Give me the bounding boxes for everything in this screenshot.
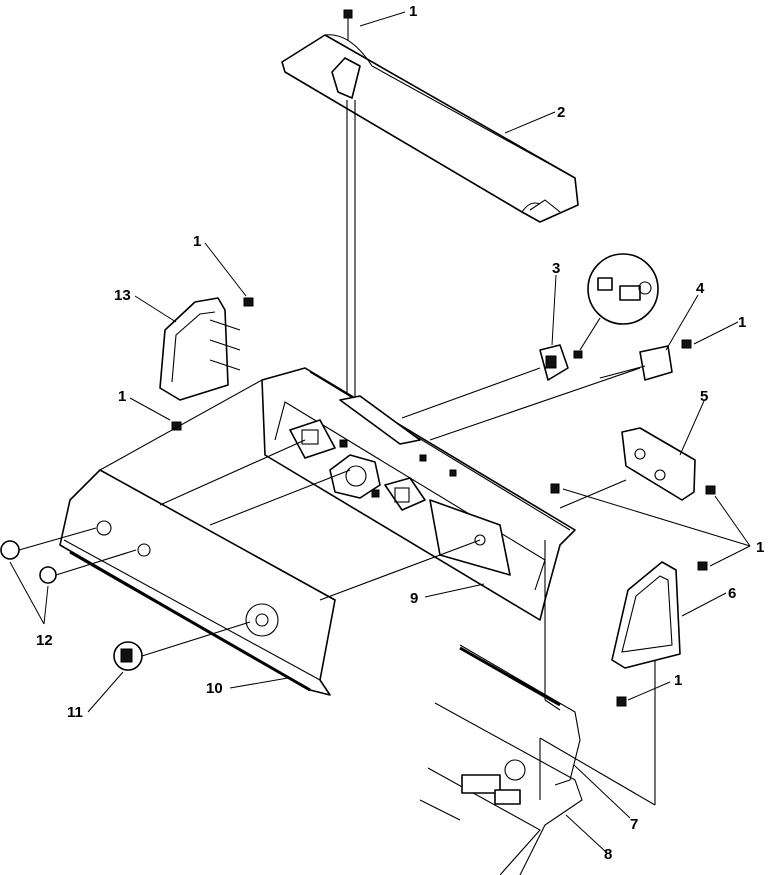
- screw-icon: [243, 297, 254, 307]
- callout-3: 3: [552, 260, 560, 277]
- part-5-bracket: [621, 427, 696, 501]
- part-4-terminal: [599, 339, 692, 381]
- leader-lines: [9, 11, 751, 853]
- screw-icon: [697, 561, 708, 571]
- detail-magnifier-circle: [579, 253, 659, 351]
- part-6-right-end-cap: [611, 561, 681, 669]
- callout-9: 9: [410, 590, 418, 607]
- part-7-rail: [459, 540, 581, 786]
- callout-12: 12: [36, 632, 53, 649]
- callout-1: 1: [756, 539, 764, 556]
- callout-13: 13: [114, 287, 131, 304]
- callout-labels: 1 2 1 13 3 4 1 1 5 1 6 9 12 1 11 10 7 8: [36, 3, 764, 863]
- callout-1: 1: [193, 233, 201, 250]
- part-11-rotary-knob-icon: [113, 621, 251, 671]
- callout-5: 5: [700, 388, 708, 405]
- callout-11: 11: [67, 704, 83, 721]
- screw-icon: [705, 485, 716, 495]
- callout-1: 1: [409, 3, 417, 20]
- screw-icon: [343, 9, 353, 40]
- part-10-front-panel: [59, 469, 336, 696]
- screw-icon: [171, 421, 182, 431]
- callout-4: 4: [696, 280, 705, 297]
- part-12-knob-icon: [39, 549, 137, 584]
- callout-1: 1: [118, 388, 126, 405]
- part-12-knob-icon: [0, 527, 97, 560]
- part-3-switch: [539, 344, 583, 381]
- screw-icon: [616, 696, 627, 707]
- callout-10: 10: [206, 680, 223, 697]
- part-2-top-trim: [281, 34, 579, 223]
- callout-8: 8: [604, 846, 612, 863]
- callout-6: 6: [728, 585, 736, 602]
- callout-1: 1: [738, 314, 746, 331]
- part-13-left-end-cap: [159, 297, 241, 401]
- callout-2: 2: [557, 104, 565, 121]
- callout-7: 7: [630, 816, 638, 833]
- callout-1: 1: [674, 672, 682, 689]
- part-8-cabinet-top: [419, 702, 583, 875]
- screw-icon: [550, 483, 560, 494]
- part-9-control-panel: [261, 367, 576, 621]
